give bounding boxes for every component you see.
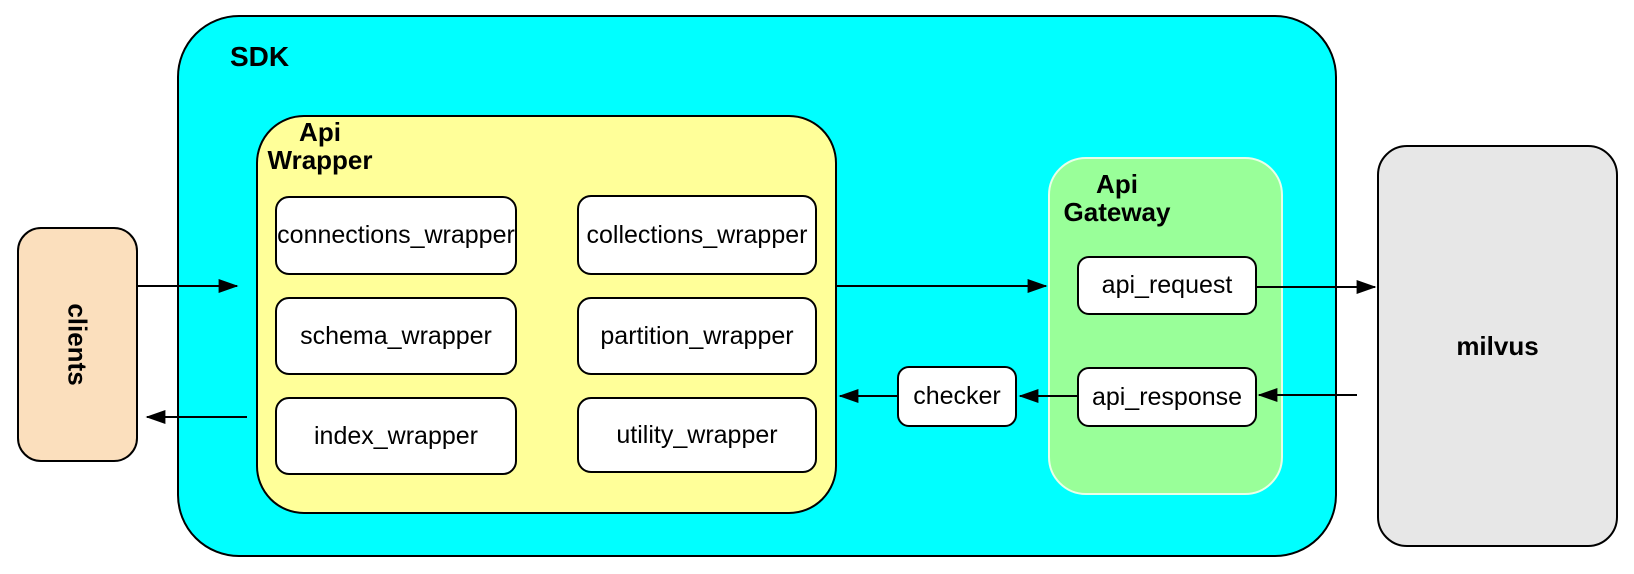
api-wrapper-label-line1: Api — [299, 117, 341, 147]
milvus-label: milvus — [1456, 330, 1539, 361]
connections-wrapper-node: connections_wrapper — [275, 196, 517, 275]
api-response-node: api_response — [1077, 367, 1257, 427]
utility-wrapper-node: utility_wrapper — [577, 397, 817, 473]
sdk-label: SDK — [230, 41, 290, 72]
api-wrapper-label-line2: Wrapper — [267, 145, 373, 175]
clients-node: clients — [17, 227, 138, 462]
index-wrapper-node: index_wrapper — [275, 397, 517, 475]
milvus-node: milvus — [1377, 145, 1618, 547]
api-request-node: api_request — [1077, 256, 1257, 315]
schema-wrapper-node: schema_wrapper — [275, 297, 517, 375]
clients-label: clients — [63, 303, 93, 386]
partition-wrapper-node: partition_wrapper — [577, 297, 817, 375]
api-gateway-container — [1048, 157, 1283, 495]
checker-node: checker — [897, 366, 1017, 427]
api-gateway-label-line1: Api — [1096, 169, 1138, 199]
api-gateway-label-line2: Gateway — [1063, 197, 1171, 227]
api-gateway-label: Api Gateway — [1060, 170, 1174, 226]
api-wrapper-label: Api Wrapper — [258, 118, 382, 174]
collections-wrapper-node: collections_wrapper — [577, 195, 817, 275]
